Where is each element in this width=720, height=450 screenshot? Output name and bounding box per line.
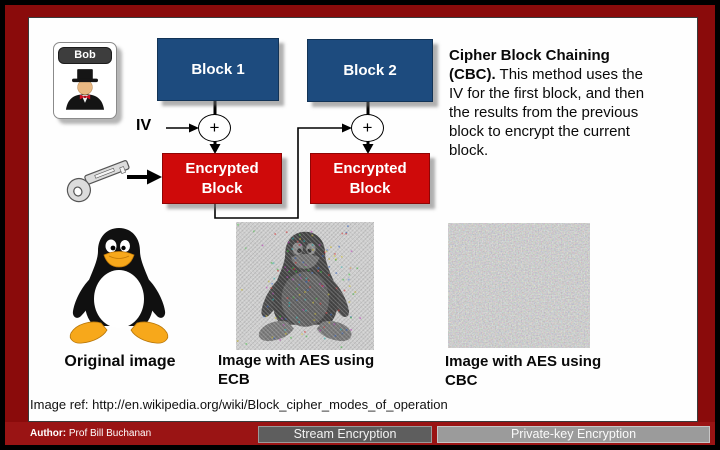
ecb-encrypted-image xyxy=(236,222,374,350)
xor-node-2: + xyxy=(351,114,384,142)
cbc-description: Cipher Block Chaining (CBC). This method… xyxy=(449,46,657,160)
tux-penguin-icon xyxy=(69,228,169,344)
author-credit: Author: Prof Bill Buchanan xyxy=(30,428,151,439)
original-image xyxy=(63,222,175,348)
caption-ecb: Image with AES using ECB xyxy=(218,352,375,388)
caption-original: Original image xyxy=(64,353,176,370)
footer-bar: Author: Prof Bill Buchanan Stream Encryp… xyxy=(5,422,715,445)
block2-label: Block 2 xyxy=(343,62,397,79)
image-reference: Image ref: http://en.wikipedia.org/wiki/… xyxy=(30,397,448,412)
author-label: Author: xyxy=(30,428,67,439)
block2: Block 2 xyxy=(307,39,433,102)
bob-person-icon xyxy=(65,69,105,110)
private-key-encryption-button[interactable]: Private-key Encryption xyxy=(437,426,710,443)
cbc-encrypted-image xyxy=(448,223,590,348)
author-name: Prof Bill Buchanan xyxy=(68,428,152,439)
key-icon xyxy=(57,146,135,206)
block1-label: Block 1 xyxy=(191,61,245,78)
caption-cbc: Image with AES using CBC xyxy=(445,353,602,389)
stream-encryption-button[interactable]: Stream Encryption xyxy=(258,426,432,443)
bob-card: Bob xyxy=(53,42,117,119)
block1: Block 1 xyxy=(157,38,279,101)
iv-label: IV xyxy=(136,117,152,134)
xor-node-1: + xyxy=(198,114,231,142)
bob-label: Bob xyxy=(58,47,112,64)
cbc-description-title: Cipher Block Chaining (CBC). xyxy=(449,47,610,83)
cbc-description-body: This method uses the IV for the first bl… xyxy=(449,66,645,159)
